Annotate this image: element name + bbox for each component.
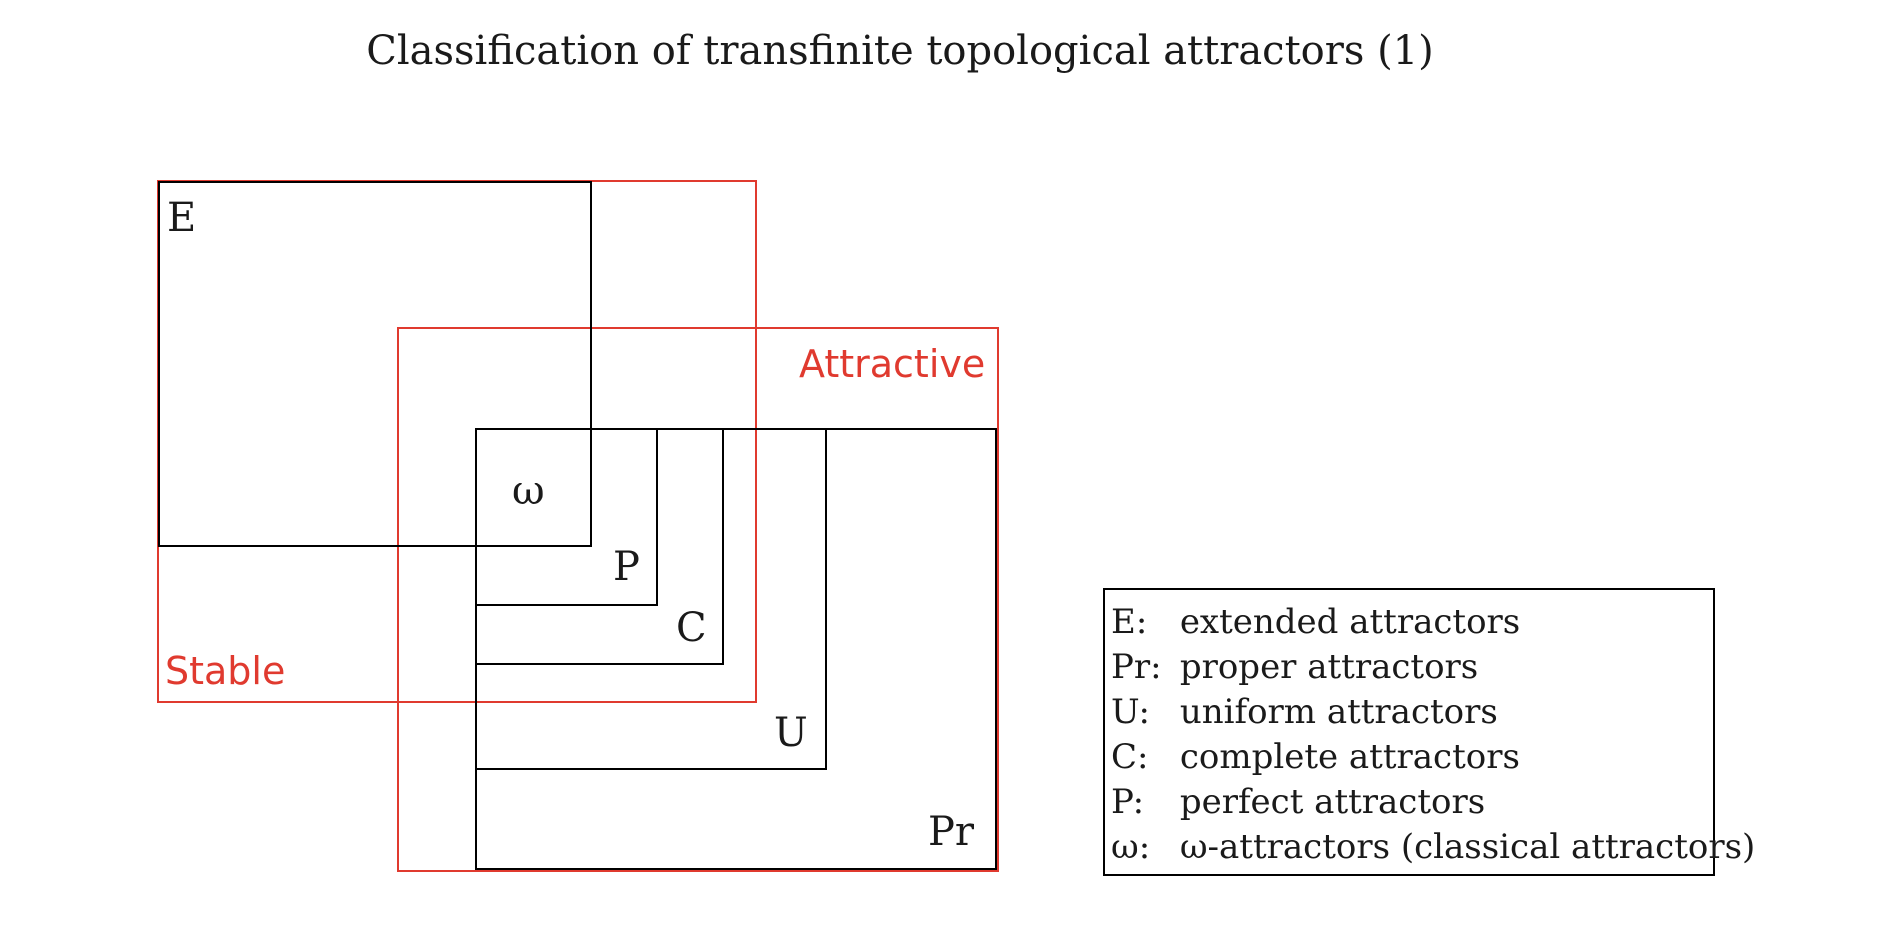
label-P: P (613, 544, 640, 590)
legend-text: proper attractors (1179, 647, 1479, 687)
label-C: C (676, 605, 707, 651)
legend-key: Pr: (1111, 647, 1162, 687)
legend-text: uniform attractors (1179, 692, 1498, 732)
extended-attractors-box (158, 181, 592, 547)
legend-key: E: (1111, 602, 1148, 642)
label-stable: Stable (165, 649, 286, 693)
legend-text: extended attractors (1179, 602, 1521, 642)
label-attractive: Attractive (799, 342, 986, 386)
legend-text: perfect attractors (1179, 782, 1486, 822)
legend-row: E: extended attractors (1111, 600, 1713, 645)
legend-key: C: (1111, 737, 1149, 777)
label-omega: ω (512, 468, 545, 514)
legend-row: P: perfect attractors (1111, 780, 1713, 825)
label-U: U (774, 710, 808, 756)
legend-key: P: (1111, 782, 1145, 822)
legend-key: U: (1111, 692, 1150, 732)
legend-row: ω: ω-attractors (classical attractors) (1111, 825, 1755, 870)
diagram-title: Classification of transfinite topologica… (366, 28, 1434, 74)
omega-attractors-box (475, 428, 592, 547)
legend-row: Pr: proper attractors (1111, 645, 1713, 690)
legend-key: ω: (1111, 827, 1151, 867)
legend-box: E: extended attractors Pr: proper attrac… (1103, 588, 1755, 876)
legend-row: U: uniform attractors (1111, 690, 1713, 735)
legend-text: ω-attractors (classical attractors) (1179, 827, 1756, 867)
legend-row: C: complete attractors (1111, 735, 1713, 780)
label-E: E (167, 195, 197, 241)
legend-text: complete attractors (1179, 737, 1520, 777)
label-Pr: Pr (928, 809, 975, 855)
attractive-region (397, 327, 999, 872)
